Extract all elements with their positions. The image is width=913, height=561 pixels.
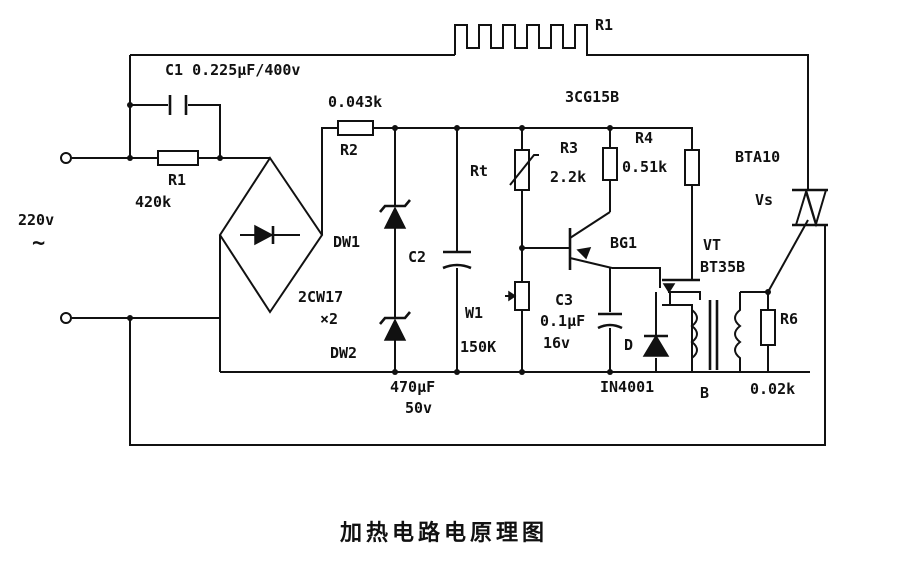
label-c3-voltage: 16v [543,334,570,352]
label-r2: R2 [340,141,358,159]
label-ac: ~ [32,231,45,256]
label-r3-value: 2.2k [550,168,586,186]
capacitor-c1 [168,95,188,115]
triac-bta10 [792,140,828,228]
label-w1-value: 150K [460,338,496,356]
label-r1-value: 420k [135,193,171,211]
labels: R1 C1 0.225μF/400v 0.043k R2 3CG15B R1 4… [18,16,798,417]
label-v-in: 220v [18,211,54,229]
label-zener-type: 2CW17 [298,288,343,306]
label-r6: R6 [780,310,798,328]
pulse-transformer-b [690,292,742,372]
transistor-bg1 [568,211,613,270]
diagram-caption: 加热电路电原理图 [339,520,548,546]
label-bg1: BG1 [610,234,637,252]
thermistor-rt [509,149,539,191]
label-dw2: DW2 [330,344,357,362]
capacitor-c2 [442,250,472,270]
label-c2-value: 470μF [390,378,435,396]
bridge-diode [240,224,300,246]
resistor-r6 [760,309,776,346]
label-vt-type: BT35B [700,258,745,276]
label-diode-type: IN4001 [600,378,654,396]
zener-dw2 [379,311,411,341]
label-zener-count: ×2 [320,310,338,328]
label-r2-value: 0.043k [328,93,382,111]
capacitor-c3 [597,312,623,330]
transistor-vt [662,275,701,306]
resistor-r4 [684,149,700,186]
label-heater: R1 [595,16,613,34]
resistor-r1 [157,150,199,166]
label-dw1: DW1 [333,233,360,251]
label-c3: C3 [555,291,573,309]
resistor-r2 [337,120,374,136]
label-q-type: 3CG15B [565,88,619,106]
diode-d [642,318,670,357]
label-rt: Rt [470,162,488,180]
label-b: B [700,384,709,402]
label-c1: C1 0.225μF/400v [165,61,300,79]
heater-resistor [454,24,590,56]
label-r4-value: 0.51k [622,158,667,176]
label-c2: C2 [408,248,426,266]
potentiometer-w1 [505,281,530,311]
input-terminals [60,152,72,324]
wires [72,54,826,446]
label-w1: W1 [465,304,483,322]
label-r1: R1 [168,171,186,189]
label-r3: R3 [560,139,578,157]
label-c2-voltage: 50v [405,399,432,417]
label-vs: Vs [755,191,773,209]
label-r4: R4 [635,129,653,147]
label-r6-value: 0.02k [750,380,795,398]
label-diode-d: D [624,336,633,354]
junctions [127,102,771,375]
label-bta: BTA10 [735,148,780,166]
label-c3-value: 0.1μF [540,312,585,330]
resistor-r3 [602,147,618,181]
label-vt: VT [703,236,721,254]
zener-dw1 [379,199,411,229]
